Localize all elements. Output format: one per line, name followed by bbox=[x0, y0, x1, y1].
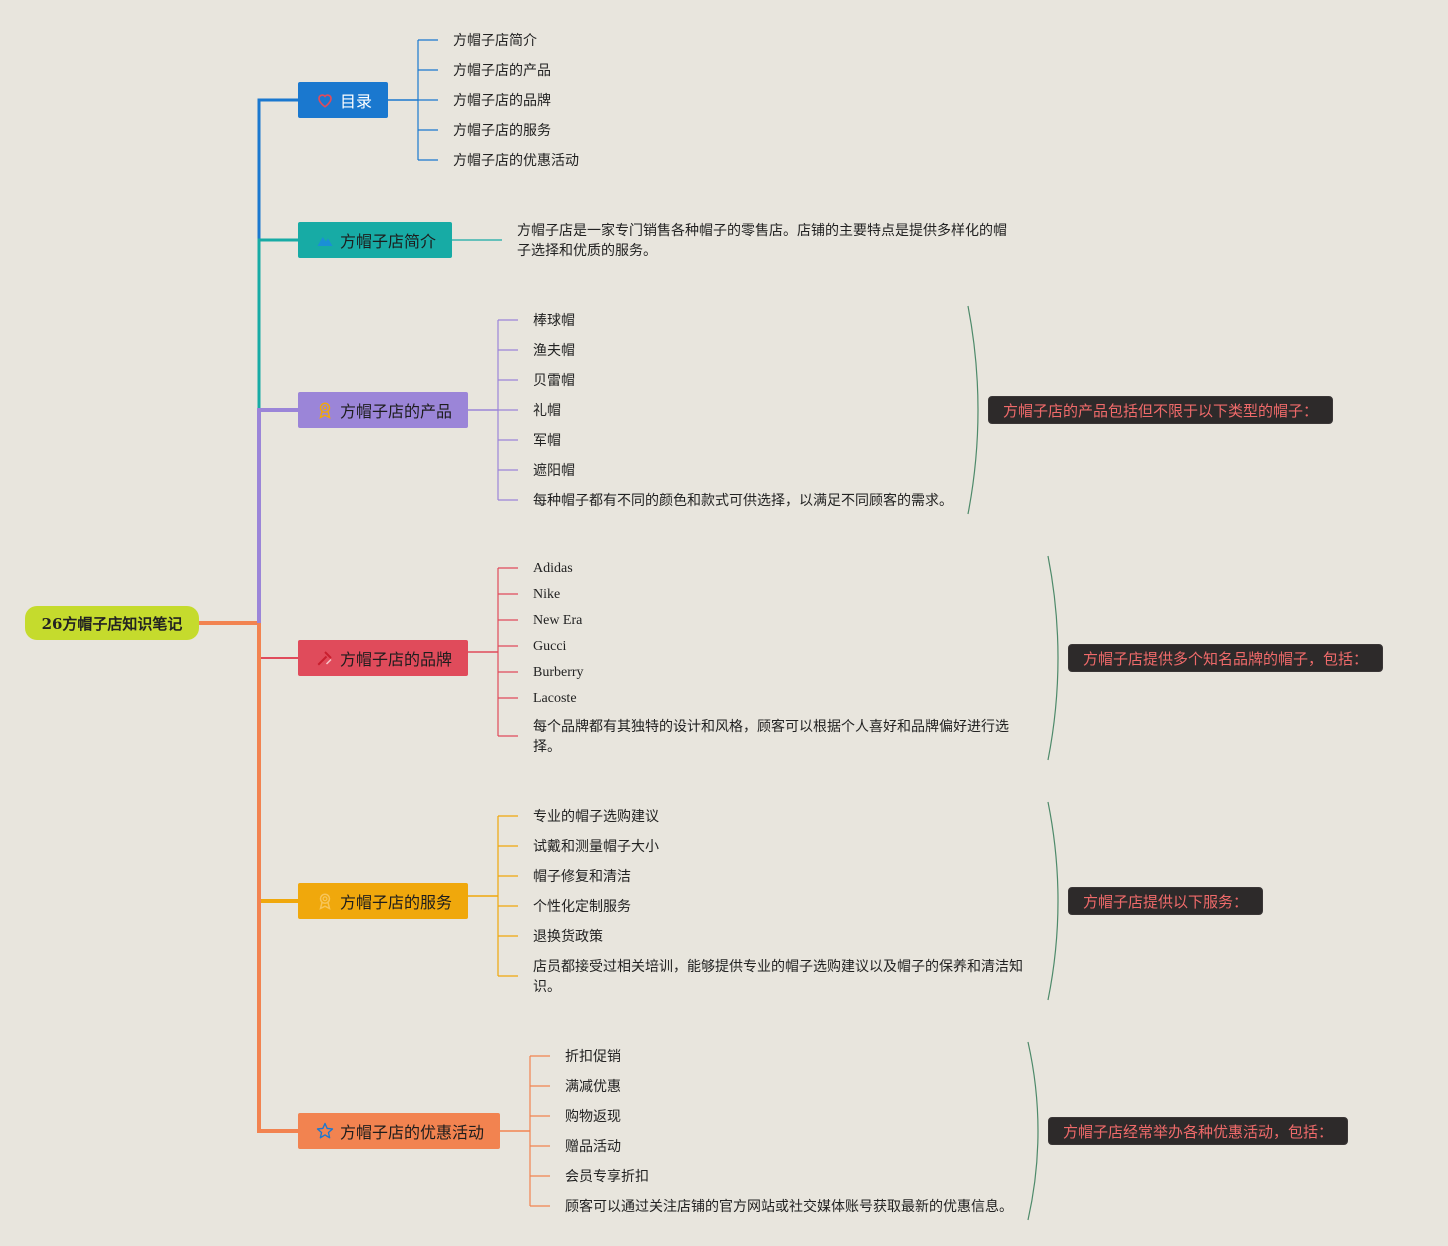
promos-summary[interactable]: 方帽子店经常举办各种优惠活动，包括： bbox=[1048, 1117, 1349, 1145]
star-icon bbox=[316, 1122, 334, 1140]
brands-summary[interactable]: 方帽子店提供多个知名品牌的帽子，包括： bbox=[1068, 644, 1384, 672]
tools-icon bbox=[316, 649, 334, 667]
branch-connector-promos bbox=[257, 623, 298, 1133]
services-summary[interactable]: 方帽子店提供以下服务： bbox=[1068, 887, 1264, 915]
branch-toc-label: 目录 bbox=[340, 92, 373, 111]
brand-note: 每个品牌都有其独特的设计和风格，顾客可以根据个人喜好和品牌偏好进行选择。 bbox=[533, 719, 1009, 755]
toc-item: 方帽子店的品牌 bbox=[453, 93, 551, 109]
brand-item: Burberry bbox=[533, 665, 584, 680]
products-summary-brace bbox=[967, 305, 979, 515]
promo-item: 会员专享折扣 bbox=[565, 1169, 649, 1185]
product-item: 遮阳帽 bbox=[533, 463, 575, 479]
brand-item: New Era bbox=[533, 613, 583, 628]
toc-item: 方帽子店的服务 bbox=[453, 123, 551, 139]
branch-connector-services bbox=[257, 623, 298, 903]
product-item: 礼帽 bbox=[533, 403, 561, 419]
branch-connector-toc bbox=[257, 98, 298, 623]
promo-item: 赠品活动 bbox=[565, 1139, 621, 1155]
branch-promos[interactable]: 方帽子店的优惠活动 bbox=[298, 1113, 500, 1149]
toc-item: 方帽子店的产品 bbox=[453, 63, 551, 79]
promo-item: 顾客可以通过关注店铺的官方网站或社交媒体账号获取最新的优惠信息。 bbox=[565, 1199, 1013, 1215]
heart-icon bbox=[316, 91, 334, 109]
branch-services[interactable]: 方帽子店的服务 bbox=[298, 883, 468, 919]
branch-intro-label: 方帽子店简介 bbox=[340, 232, 437, 251]
product-item: 每种帽子都有不同的颜色和款式可供选择，以满足不同顾客的需求。 bbox=[533, 493, 953, 509]
service-item: 试戴和测量帽子大小 bbox=[533, 839, 659, 855]
brand-item: Gucci bbox=[533, 639, 567, 654]
service-note: 店员都接受过相关培训，能够提供专业的帽子选购建议以及帽子的保养和清洁知识。 bbox=[533, 959, 1023, 995]
brands-summary-brace bbox=[1047, 555, 1059, 761]
root-topic[interactable]: 26方帽子店知识笔记 bbox=[25, 606, 199, 640]
branch-brands[interactable]: 方帽子店的品牌 bbox=[298, 640, 468, 676]
promos-summary-brace bbox=[1027, 1041, 1039, 1221]
branch-connector-intro bbox=[257, 238, 298, 410]
product-item: 渔夫帽 bbox=[533, 343, 575, 359]
brand-item: Lacoste bbox=[533, 691, 577, 706]
promo-item: 满减优惠 bbox=[565, 1079, 621, 1095]
award-icon bbox=[316, 401, 334, 419]
service-item: 专业的帽子选购建议 bbox=[533, 809, 659, 825]
branch-products[interactable]: 方帽子店的产品 bbox=[298, 392, 468, 428]
toc-item: 方帽子店简介 bbox=[453, 33, 537, 49]
intro-text: 方帽子店是一家专门销售各种帽子的零售店。店铺的主要特点是提供多样化的帽子选择和优… bbox=[517, 223, 1007, 259]
product-item: 棒球帽 bbox=[533, 313, 575, 329]
branch-toc[interactable]: 目录 bbox=[298, 82, 388, 118]
branch-promos-label: 方帽子店的优惠活动 bbox=[340, 1123, 485, 1142]
brand-item: Adidas bbox=[533, 561, 573, 576]
service-item: 退换货政策 bbox=[533, 929, 603, 945]
brand-item: Nike bbox=[533, 587, 561, 602]
branch-intro[interactable]: 方帽子店简介 bbox=[298, 222, 452, 258]
product-item: 军帽 bbox=[533, 433, 561, 449]
service-item: 帽子修复和清洁 bbox=[533, 869, 631, 885]
toc-item: 方帽子店的优惠活动 bbox=[453, 153, 579, 169]
services-summary-brace bbox=[1047, 801, 1059, 1001]
promo-item: 折扣促销 bbox=[565, 1049, 621, 1065]
mountain-icon bbox=[316, 231, 334, 249]
promo-item: 购物返现 bbox=[565, 1109, 621, 1125]
branch-brands-label: 方帽子店的品牌 bbox=[340, 650, 453, 669]
products-summary[interactable]: 方帽子店的产品包括但不限于以下类型的帽子： bbox=[988, 396, 1334, 424]
branch-services-label: 方帽子店的服务 bbox=[340, 893, 453, 912]
branch-products-label: 方帽子店的产品 bbox=[340, 402, 453, 421]
award-icon bbox=[316, 892, 334, 910]
branch-connector-products bbox=[257, 408, 298, 623]
product-item: 贝雷帽 bbox=[533, 373, 575, 389]
service-item: 个性化定制服务 bbox=[533, 899, 631, 915]
